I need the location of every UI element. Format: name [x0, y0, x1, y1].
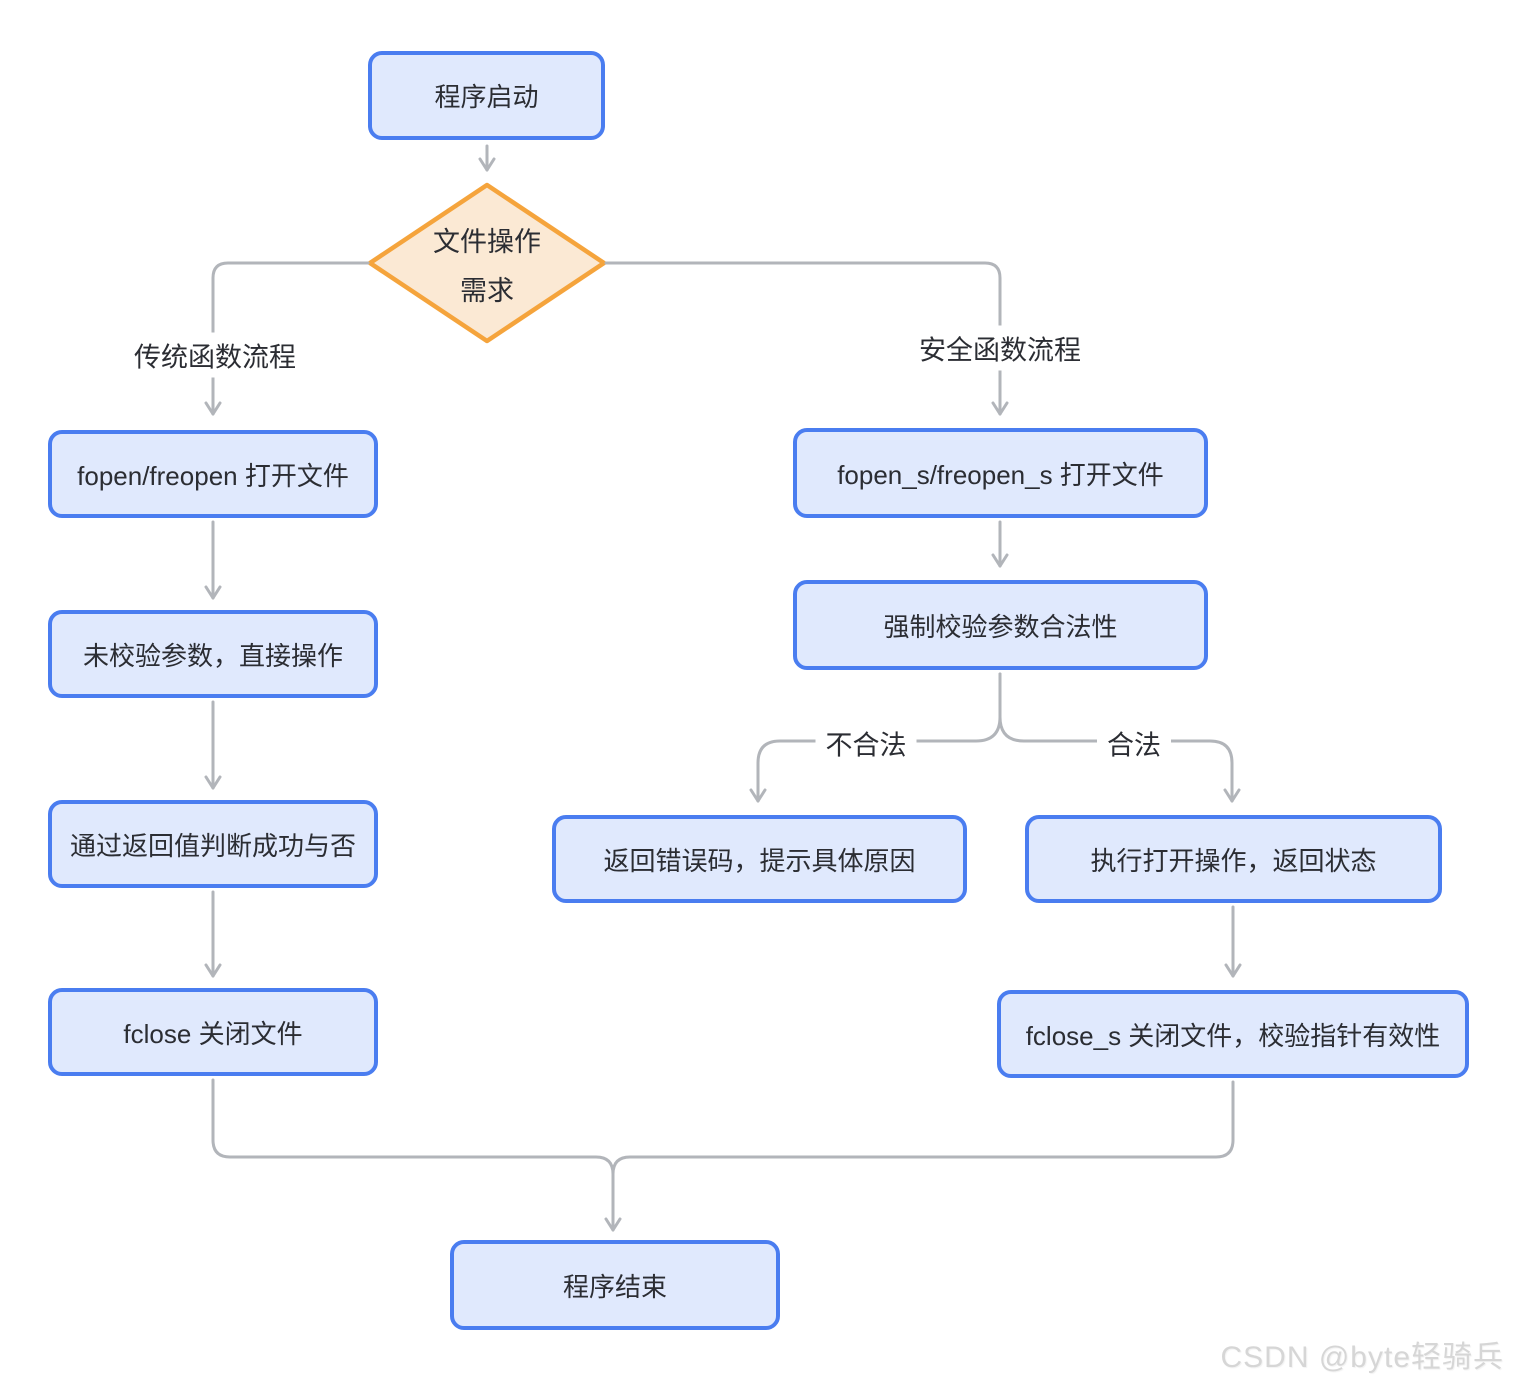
node-safe-ok: 执行打开操作，返回状态	[1025, 815, 1442, 903]
node-safe-check-label: 强制校验参数合法性	[883, 611, 1118, 642]
node-trad-open: fopen/freopen 打开文件	[48, 430, 378, 518]
edge-decision-safe	[604, 261, 1009, 416]
edge-safeclose-end	[611, 1080, 1235, 1176]
node-decision: 文件操作 需求	[377, 216, 597, 311]
node-trad-retval: 通过返回值判断成功与否	[48, 800, 378, 888]
node-decision-label-line2: 需求	[460, 275, 514, 306]
edge-label-safe-branch: 安全函数流程	[909, 325, 1091, 371]
node-safe-err: 返回错误码，提示具体原因	[552, 815, 967, 903]
decision-diamond-shape	[367, 182, 607, 344]
node-end-label: 程序结束	[562, 1271, 667, 1302]
node-trad-open-label: fopen/freopen 打开文件	[77, 460, 349, 491]
node-trad-direct-label: 未校验参数，直接操作	[82, 640, 343, 671]
edge-tradclose-end	[211, 1078, 622, 1232]
node-safe-err-label: 返回错误码，提示具体原因	[603, 845, 916, 876]
node-safe-close-label: fclose_s 关闭文件，校验指针有效性	[1025, 1020, 1441, 1051]
node-decision-label-line1: 文件操作	[433, 226, 541, 257]
node-end: 程序结束	[450, 1240, 780, 1330]
edge-label-traditional-branch: 传统函数流程	[124, 332, 306, 378]
node-trad-retval-label: 通过返回值判断成功与否	[69, 830, 356, 861]
node-safe-open-label: fopen_s/freopen_s 打开文件	[837, 459, 1164, 490]
node-start: 程序启动	[368, 51, 605, 140]
node-trad-close: fclose 关闭文件	[48, 988, 378, 1076]
node-safe-ok-label: 执行打开操作，返回状态	[1090, 845, 1377, 876]
node-trad-close-label: fclose 关闭文件	[123, 1018, 303, 1049]
edge-label-valid: 合法	[1097, 720, 1171, 766]
node-start-label: 程序启动	[434, 82, 539, 112]
edge-decision-traditional	[204, 261, 370, 416]
watermark: CSDN @byte轻骑兵	[1220, 1341, 1504, 1374]
node-trad-direct: 未校验参数，直接操作	[48, 610, 378, 698]
edge-label-invalid: 不合法	[815, 720, 917, 766]
node-safe-open: fopen_s/freopen_s 打开文件	[793, 428, 1208, 518]
node-safe-check: 强制校验参数合法性	[793, 580, 1208, 670]
node-safe-close: fclose_s 关闭文件，校验指针有效性	[997, 990, 1469, 1078]
